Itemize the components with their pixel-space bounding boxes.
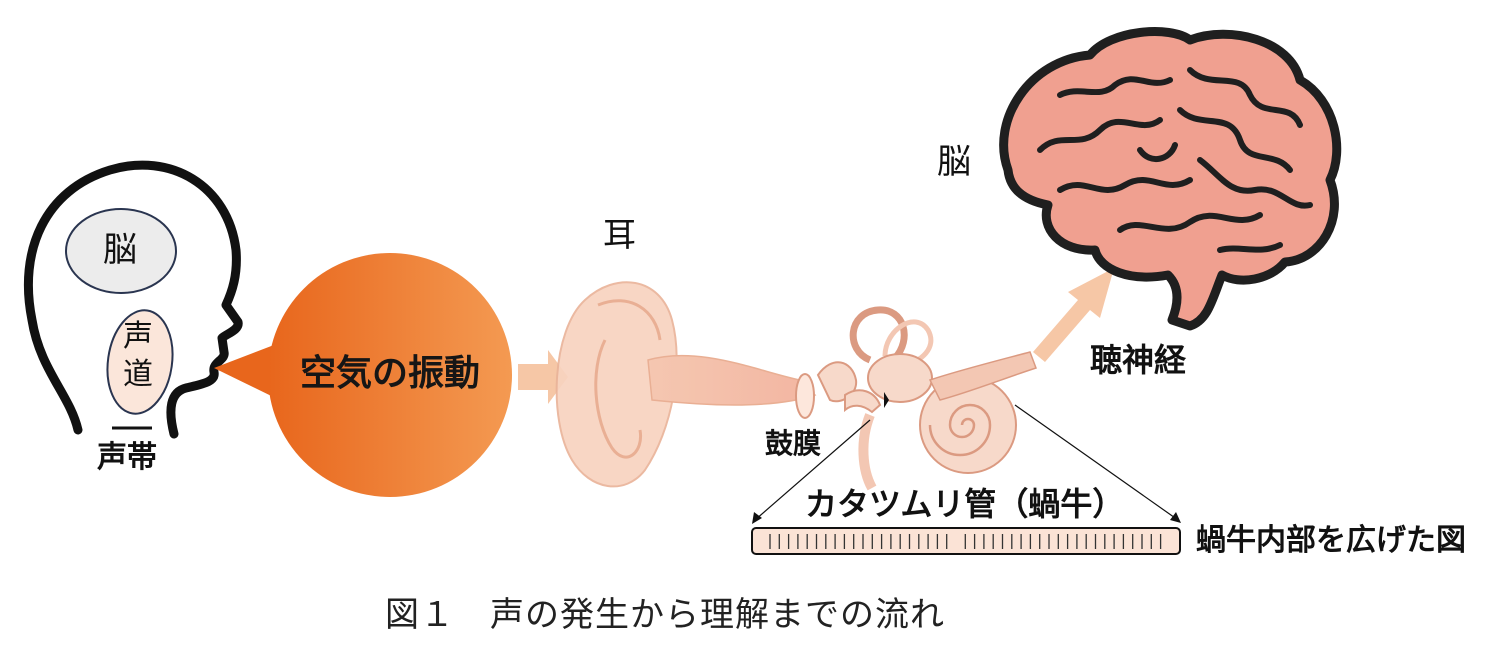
eardrum-label: 鼓膜	[765, 427, 822, 460]
ear-label: 耳	[603, 215, 636, 254]
air-vibration-bubble	[214, 253, 512, 497]
cochlea-expanded-label: 蝸牛内部を広げた図	[1196, 523, 1466, 558]
ear-icon	[555, 281, 1037, 491]
head-profile-icon	[23, 160, 243, 439]
figure-caption: 図１ 声の発生から理解までの流れ	[385, 595, 945, 635]
auditory-nerve-label: 聴神経	[1090, 341, 1187, 379]
cochlea-label: カタツムリ管（蝸牛）	[805, 485, 1125, 523]
eardrum-shape	[795, 373, 815, 419]
vocal-cords-label: 声帯	[97, 440, 157, 475]
air-vibration-label: 空気の振動	[300, 353, 481, 394]
auditory-nerve-shape	[928, 351, 1037, 401]
head-brain-label: 脳	[103, 230, 137, 270]
cochlea-expanded-bar	[751, 527, 1181, 555]
vocal-tract-label: 声道	[123, 319, 153, 392]
brain-icon	[999, 27, 1342, 331]
arrow-to-ear-icon	[518, 350, 568, 404]
arrow-to-brain-icon	[1033, 268, 1114, 362]
brain-label: 脳	[937, 142, 971, 182]
